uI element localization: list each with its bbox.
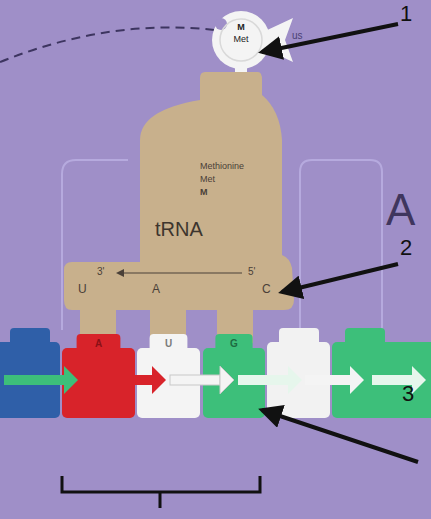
ribosome-label: us <box>292 30 303 41</box>
amino-acid-piece-outline <box>205 8 297 72</box>
node-text: A <box>95 338 102 349</box>
codon-arrows <box>4 366 426 394</box>
node-text: M <box>200 188 208 198</box>
callout-number: 2 <box>400 236 412 260</box>
node-text: Methionine <box>200 162 244 172</box>
node-text: tRNA <box>155 218 203 240</box>
node-text: Met <box>233 35 248 45</box>
trna-body: MethionineMetMtRNA <box>60 68 300 348</box>
leader-arrows <box>262 24 418 462</box>
codon-piece: U <box>137 334 200 418</box>
node-text: Met <box>200 175 215 185</box>
anticodon-base: A <box>152 283 160 296</box>
callout-number: 3 <box>402 382 414 406</box>
trna-body-outline <box>60 68 300 348</box>
amino-acid-piece: M Met <box>205 8 297 72</box>
strand-end-label: 5' <box>248 266 255 277</box>
codon-piece: G <box>203 334 265 418</box>
codon-piece: A <box>62 334 135 418</box>
node-text: G <box>230 338 238 349</box>
node-text: M <box>237 23 245 33</box>
anticodon-base: U <box>78 283 87 296</box>
strand-end-label: 3' <box>97 266 104 277</box>
site-label: A <box>386 186 415 234</box>
anticodon-base: C <box>262 283 271 296</box>
node-text: U <box>165 338 172 349</box>
callout-number: 1 <box>400 2 412 26</box>
